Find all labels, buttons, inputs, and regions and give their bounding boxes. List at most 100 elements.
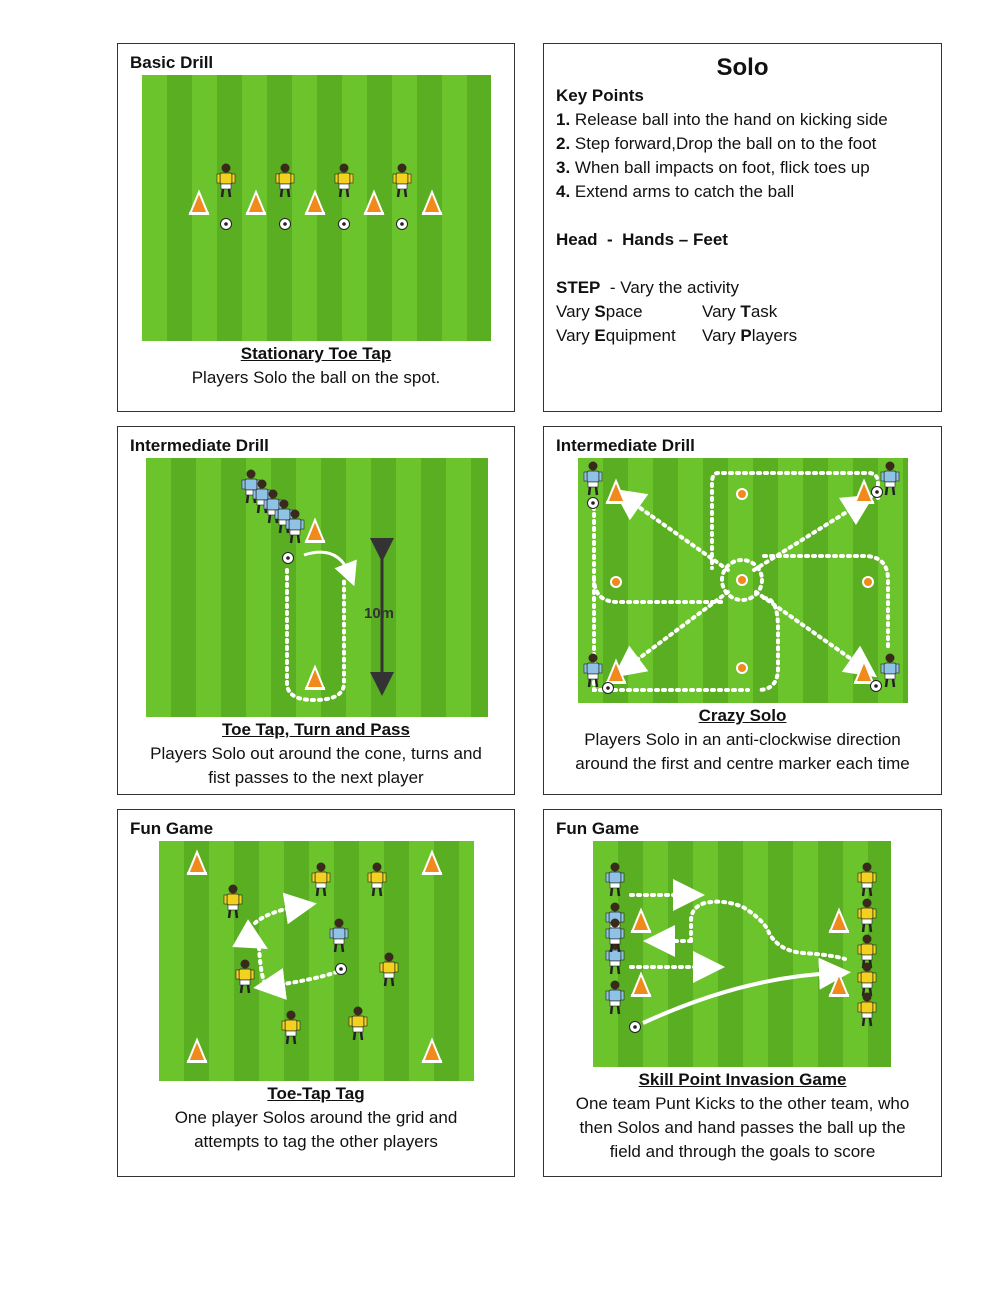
player — [582, 460, 604, 497]
marker — [736, 488, 748, 500]
card-heading: Basic Drill — [130, 53, 214, 72]
marker — [736, 574, 748, 586]
cone — [853, 660, 875, 685]
player — [333, 162, 355, 199]
drill-description: Players Solo out around the cone, turns … — [150, 744, 482, 763]
key-point: 4. Extend arms to catch the ball — [556, 182, 795, 201]
drill-title: Toe Tap, Turn and Pass — [222, 720, 410, 739]
cone — [605, 660, 627, 685]
player — [347, 1005, 369, 1042]
drill-description: One player Solos around the grid and — [174, 1108, 458, 1127]
drill-title: Skill Point Invasion Game — [638, 1070, 847, 1089]
vary-item: Vary Task — [702, 302, 778, 321]
cone — [304, 519, 326, 544]
card-heading: Intermediate Drill — [130, 436, 269, 455]
cone — [186, 851, 208, 876]
drill-title: Stationary Toe Tap — [240, 344, 392, 363]
cone — [186, 1039, 208, 1064]
cone — [630, 909, 652, 934]
vary-item: Vary Players — [702, 326, 798, 345]
cone — [304, 666, 326, 691]
drill-description: field and through the goals to score — [609, 1142, 876, 1161]
card-heading: Intermediate Drill — [556, 436, 695, 455]
step-line: STEP - Vary the activity — [556, 278, 739, 297]
ball — [279, 218, 291, 230]
player — [366, 861, 388, 898]
cone — [304, 191, 326, 216]
drill-diagram — [582, 460, 901, 694]
player — [856, 961, 878, 998]
key-point: 1. Release ball into the hand on kicking… — [556, 110, 888, 129]
player — [856, 991, 878, 1028]
key-point: 3. When ball impacts on foot, flick toes… — [556, 158, 870, 177]
player — [604, 861, 626, 898]
ball — [396, 218, 408, 230]
intermediate-drill-card: Intermediate Drill — [543, 426, 942, 795]
player — [310, 861, 332, 898]
marker — [610, 576, 622, 588]
ball — [870, 680, 882, 692]
ball — [629, 1021, 641, 1033]
drill-diagram — [604, 861, 878, 1033]
ball — [338, 218, 350, 230]
cone — [188, 191, 210, 216]
drill-description: attempts to tag the other players — [194, 1132, 438, 1151]
drill-title: Crazy Solo — [698, 706, 787, 725]
drill-description: Players Solo in an anti-clockwise direct… — [584, 730, 901, 749]
solo-key-points-card: Solo Key Points 1. Release ball into the… — [543, 43, 942, 412]
ball — [602, 682, 614, 694]
drill-description: Players Solo the ball on the spot. — [191, 368, 441, 387]
marker — [862, 576, 874, 588]
drill-description: around the first and centre marker each … — [575, 754, 910, 773]
cone — [828, 973, 850, 998]
distance-label: 10m — [364, 605, 394, 622]
player — [879, 460, 901, 497]
ball — [220, 218, 232, 230]
ball — [335, 963, 347, 975]
ball — [587, 497, 599, 509]
player — [856, 861, 878, 898]
player — [604, 939, 626, 976]
cone — [630, 973, 652, 998]
player — [879, 652, 901, 689]
cone — [605, 480, 627, 505]
card-heading: Fun Game — [130, 819, 214, 838]
player — [856, 897, 878, 934]
cone — [828, 909, 850, 934]
drill-description: One team Punt Kicks to the other team, w… — [575, 1094, 910, 1113]
cone — [421, 1039, 443, 1064]
tagger-player — [328, 917, 350, 954]
drill-title: Toe-Tap Tag — [267, 1084, 365, 1103]
cone — [853, 480, 875, 505]
fun-game-card: Fun Game Skill Point Invasion Game One t — [543, 809, 942, 1177]
pitch-diagram: 10m — [146, 458, 488, 717]
cone — [421, 851, 443, 876]
pitch-diagram — [578, 458, 908, 703]
page-title: Solo — [716, 54, 769, 81]
player — [391, 162, 413, 199]
drill-diagram — [188, 162, 443, 230]
vary-item: Vary Equipment — [556, 326, 676, 345]
intermediate-drill-card: Intermediate Drill 10m Toe Tap, Turn and… — [117, 426, 515, 795]
pitch-diagram — [593, 841, 891, 1067]
pitch-diagram — [159, 841, 474, 1081]
pitch-diagram — [142, 75, 491, 341]
card-heading: Fun Game — [556, 819, 640, 838]
key-point: 2. Step forward,Drop the ball on to the … — [556, 134, 877, 153]
drill-description: fist passes to the next player — [208, 768, 424, 787]
basic-drill-card: Basic Drill Stationary Toe Tap Players S… — [117, 43, 515, 412]
player — [215, 162, 237, 199]
cone — [421, 191, 443, 216]
fun-game-card: Fun Game Toe-Tap Tag One player Solos ar… — [117, 809, 515, 1177]
player — [280, 1009, 302, 1046]
player — [234, 958, 256, 995]
player — [378, 951, 400, 988]
ball — [282, 552, 294, 564]
player — [604, 979, 626, 1016]
player — [222, 883, 244, 920]
ball — [871, 486, 883, 498]
cone — [363, 191, 385, 216]
marker — [736, 662, 748, 674]
drill-description: then Solos and hand passes the ball up t… — [579, 1118, 906, 1137]
drill-diagram: 10m — [240, 468, 394, 703]
